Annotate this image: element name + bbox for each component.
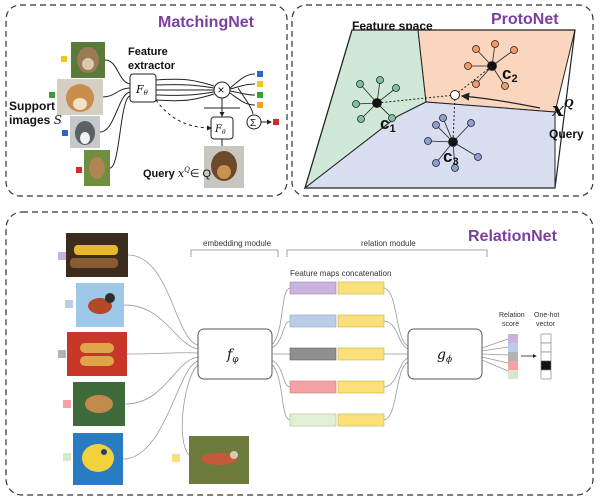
cluster-2 bbox=[464, 40, 518, 90]
sample-label-green bbox=[63, 453, 71, 461]
fphi-label: fφ bbox=[226, 347, 239, 365]
support-label-2: images S bbox=[9, 113, 62, 127]
sample-label-purple bbox=[58, 252, 66, 260]
support-image-4 bbox=[84, 150, 110, 186]
embedding-to-maps-lines bbox=[271, 287, 291, 421]
centroid-c3: c3 bbox=[443, 147, 459, 168]
cluster-1 bbox=[352, 76, 400, 123]
support-image-2 bbox=[57, 79, 103, 115]
gphi-label: gϕ bbox=[437, 347, 452, 365]
sample-image-dog bbox=[73, 382, 125, 426]
query-label-yellow bbox=[172, 454, 180, 462]
output-square-yellow bbox=[257, 81, 263, 87]
output-square-orange bbox=[257, 102, 263, 108]
sample-image-fish bbox=[73, 433, 123, 485]
support-images bbox=[49, 42, 110, 186]
to-sum-line bbox=[237, 87, 254, 115]
relationnet-border bbox=[5, 211, 594, 496]
embedding-fphi-box bbox=[197, 328, 273, 380]
sample-label-gray bbox=[58, 350, 66, 358]
f-theta-2: Fθ bbox=[214, 124, 226, 136]
relation-bracket bbox=[286, 249, 488, 257]
feature-map-pair-5 bbox=[289, 413, 385, 427]
feature-map-pair-4 bbox=[289, 380, 385, 394]
feature-map-pair-3 bbox=[289, 347, 385, 361]
output-square-blue bbox=[257, 71, 263, 77]
matchingnet-title: MatchingNet bbox=[158, 14, 255, 31]
feature-map-pair-2 bbox=[289, 314, 385, 328]
dashed-to-f bbox=[155, 99, 212, 131]
f-theta-1: Fθ bbox=[135, 83, 149, 97]
label-square-red bbox=[76, 167, 82, 173]
protonet-title: ProtoNet bbox=[491, 11, 559, 28]
query-image bbox=[204, 146, 244, 188]
sum-symbol: Σ bbox=[250, 118, 256, 129]
multiply-symbol: × bbox=[218, 83, 225, 97]
sample-label-red bbox=[63, 400, 71, 408]
sample-image-hotdog bbox=[67, 332, 127, 376]
multiply-output-lines bbox=[229, 73, 256, 106]
sum-output-square bbox=[273, 119, 279, 125]
relation-module-label: relation module bbox=[361, 239, 416, 248]
sample-image-corn bbox=[66, 233, 128, 277]
query-label: Query xQ∈ Q bbox=[143, 166, 211, 180]
maps-to-relation-lines bbox=[383, 287, 409, 421]
support-image-3 bbox=[70, 116, 100, 148]
query-distances bbox=[376, 65, 493, 143]
query-arrow bbox=[460, 92, 541, 109]
protonet-panel: ProtoNet Feature space c1 bbox=[291, 4, 594, 197]
sample-label-blue bbox=[65, 300, 73, 308]
label-square-blue bbox=[62, 130, 68, 136]
feature-extractor-box bbox=[129, 73, 157, 103]
centroid-c1: c1 bbox=[380, 114, 396, 135]
relationnet-panel: RelationNet embedding module relation mo… bbox=[5, 211, 594, 496]
feature-extractor-label-2: extractor bbox=[128, 60, 176, 72]
embedding-module-label: embedding module bbox=[203, 239, 272, 248]
support-image-1 bbox=[71, 42, 105, 78]
sample-image-bird bbox=[76, 283, 124, 327]
images-to-embedding-lines bbox=[122, 254, 199, 460]
relation-to-score-lines bbox=[481, 338, 509, 372]
query-image-dog bbox=[189, 436, 249, 484]
centroid-c2: c2 bbox=[502, 64, 518, 85]
label-square-yellow bbox=[61, 56, 67, 62]
matchingnet-panel: MatchingNet bbox=[5, 4, 288, 197]
relation-score-label-1: Relation bbox=[499, 312, 525, 319]
embedding-bracket bbox=[190, 249, 279, 257]
feature-space-outline bbox=[304, 29, 576, 189]
onehot-label-2: vector bbox=[536, 321, 556, 328]
relation-score-column bbox=[508, 334, 518, 379]
cluster-3 bbox=[424, 114, 482, 172]
relation-score-label-2: score bbox=[502, 321, 519, 328]
onehot-vector bbox=[540, 333, 552, 380]
output-square-green bbox=[257, 92, 263, 98]
query-caption: Query bbox=[549, 127, 584, 141]
support-label: Support bbox=[9, 99, 55, 113]
label-square-green bbox=[49, 92, 55, 98]
concat-label: Feature maps concatenation bbox=[290, 269, 391, 278]
feature-extractor-label-1: Feature bbox=[128, 46, 168, 58]
support-to-extractor-lines bbox=[99, 59, 131, 169]
extractor-output-lines bbox=[155, 78, 215, 102]
relationnet-title: RelationNet bbox=[468, 228, 558, 245]
query-xq: xQ bbox=[551, 97, 574, 121]
feature-map-pair-1 bbox=[289, 281, 385, 295]
query-point bbox=[450, 90, 460, 100]
onehot-label-1: One-hot bbox=[534, 312, 559, 319]
